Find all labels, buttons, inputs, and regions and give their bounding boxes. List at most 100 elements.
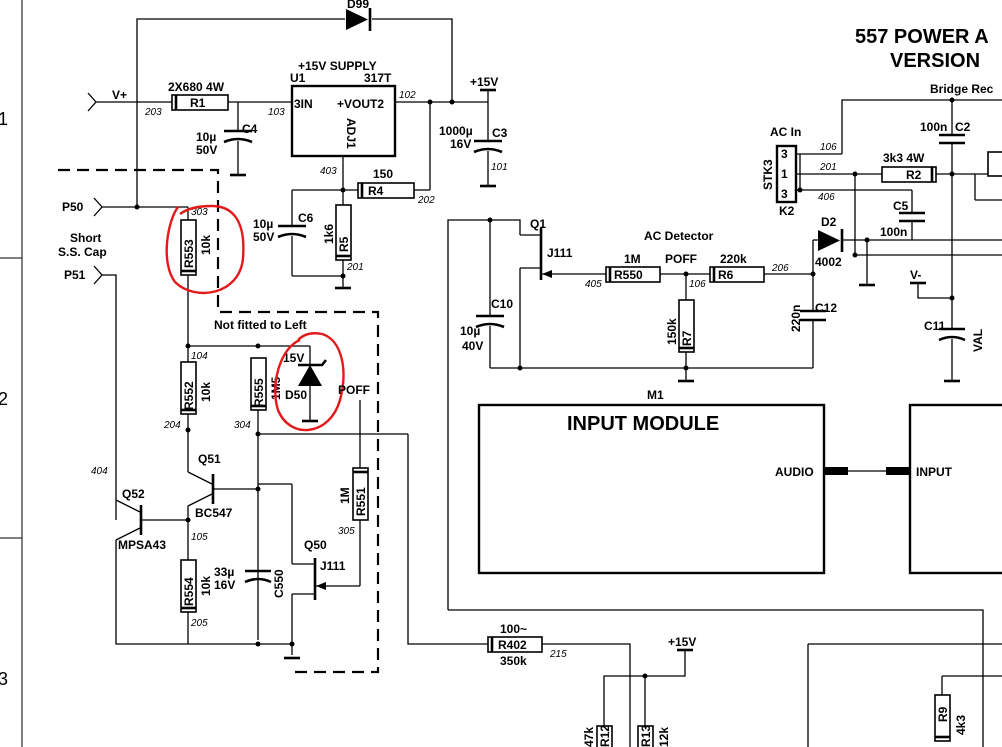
relay-partial xyxy=(987,151,1002,177)
node-101: 101 xyxy=(491,162,508,173)
dashed-boundary xyxy=(58,168,380,674)
label-audio: AUDIO xyxy=(775,465,814,479)
connector-audio xyxy=(824,467,848,475)
node-203: 203 xyxy=(144,107,162,118)
label-r12: R12 xyxy=(598,725,612,747)
label-r551: R551 xyxy=(354,487,368,516)
margin-number-2: 2 xyxy=(0,389,8,409)
label-u1-out: +VOUT2 xyxy=(337,97,384,111)
label-d99: D99 xyxy=(347,0,369,11)
label-ac-detector: AC Detector xyxy=(644,229,714,243)
node-103: 103 xyxy=(268,107,285,118)
cap-c4-plate xyxy=(223,137,253,144)
cap-c3-plate xyxy=(473,147,503,154)
label-c12-value: 220n xyxy=(789,305,803,332)
label-c11: C11 xyxy=(924,319,946,333)
node-102: 102 xyxy=(399,90,416,101)
q1-gate-arrow xyxy=(542,270,552,278)
label-c6: C6 xyxy=(298,211,314,225)
node-215: 215 xyxy=(549,649,567,660)
label-c3: C3 xyxy=(492,126,508,140)
node-205: 205 xyxy=(190,618,208,629)
annotation-circle-r553 xyxy=(165,204,245,295)
label-r553: R553 xyxy=(182,239,196,268)
wire xyxy=(448,609,984,747)
wire xyxy=(136,18,345,207)
label-vminus: V- xyxy=(910,268,921,282)
label-plus15-bottom: +15V xyxy=(668,635,696,649)
label-c6-value2: 50V xyxy=(253,230,274,244)
label-r554: R554 xyxy=(182,577,196,606)
label-r7: R7 xyxy=(680,330,694,346)
label-c10-value2: 40V xyxy=(462,339,483,353)
node-405: 405 xyxy=(585,279,602,290)
q50-gate-arrow xyxy=(316,582,326,590)
label-r1: R1 xyxy=(190,96,206,110)
label-q1-part: J111 xyxy=(547,246,573,260)
label-r2-value: 3k3 4W xyxy=(883,151,925,165)
label-c3-value1: 1000µ xyxy=(439,124,473,138)
label-r1-value: 2X680 4W xyxy=(168,80,225,94)
junction xyxy=(255,343,261,349)
label-ss-cap: S.S. Cap xyxy=(58,245,107,259)
second-module-box xyxy=(908,403,1002,575)
label-q52-part: MPSA43 xyxy=(118,538,166,552)
q51-emitter xyxy=(187,493,213,507)
wire xyxy=(542,643,631,747)
input-module-box xyxy=(477,403,826,575)
label-d50-value: 15V xyxy=(283,351,304,365)
label-c2: C2 xyxy=(955,120,971,134)
label-input-module: INPUT MODULE xyxy=(567,413,719,435)
wire xyxy=(447,219,521,610)
node-202: 202 xyxy=(417,195,435,206)
page-title-line1: 557 POWER A xyxy=(855,26,989,48)
label-bridge: Bridge Rec xyxy=(930,82,994,96)
q51-collector xyxy=(187,471,213,485)
label-r6: R6 xyxy=(718,268,734,282)
resistor-r13 xyxy=(637,725,654,747)
p51-connector xyxy=(93,265,103,285)
label-r550: R550 xyxy=(614,268,643,282)
label-r555: R555 xyxy=(252,378,266,407)
node-204: 204 xyxy=(163,420,181,431)
label-poff-mid: POFF xyxy=(665,252,697,266)
wire xyxy=(917,283,952,299)
label-stk-pin3: 3 xyxy=(781,147,788,161)
junction xyxy=(810,271,816,277)
page-title-line2: VERSION xyxy=(890,50,980,72)
label-d50: D50 xyxy=(285,388,307,402)
label-r6-value: 220k xyxy=(720,252,747,266)
regulator-u1 xyxy=(290,84,397,158)
label-c10: C10 xyxy=(491,297,513,311)
label-q1: Q1 xyxy=(530,217,546,231)
node-404: 404 xyxy=(91,466,108,477)
label-r554-value: 10k xyxy=(199,576,213,596)
label-r2: R2 xyxy=(906,168,922,182)
label-r552: R552 xyxy=(182,381,196,410)
label-c550: C550 xyxy=(272,569,286,598)
label-r9: R9 xyxy=(936,706,950,722)
label-c3-value2: 16V xyxy=(450,137,471,151)
label-r7-value: 150k xyxy=(665,318,679,345)
node-305: 305 xyxy=(338,526,355,537)
label-r402-value1: 100~ xyxy=(500,622,527,636)
wire xyxy=(407,434,488,645)
junction xyxy=(517,365,523,371)
label-stk-pin3b: 3 xyxy=(781,187,788,201)
label-c12: C12 xyxy=(815,301,837,315)
label-r550-value: 1M xyxy=(624,252,641,266)
label-vplus: V+ xyxy=(112,88,127,102)
label-r553-value: 10k xyxy=(199,235,213,255)
vplus-connector xyxy=(87,92,97,112)
node-403: 403 xyxy=(320,166,337,177)
wire xyxy=(102,274,117,520)
label-r4: R4 xyxy=(368,184,384,198)
label-input: INPUT xyxy=(916,465,953,479)
label-c550-value2: 16V xyxy=(214,578,235,592)
junction xyxy=(134,204,140,210)
label-plus15-top: +15V xyxy=(470,75,498,89)
label-r5-value: 1k6 xyxy=(322,224,336,244)
connector-input xyxy=(886,467,910,475)
node-105: 105 xyxy=(191,532,208,543)
